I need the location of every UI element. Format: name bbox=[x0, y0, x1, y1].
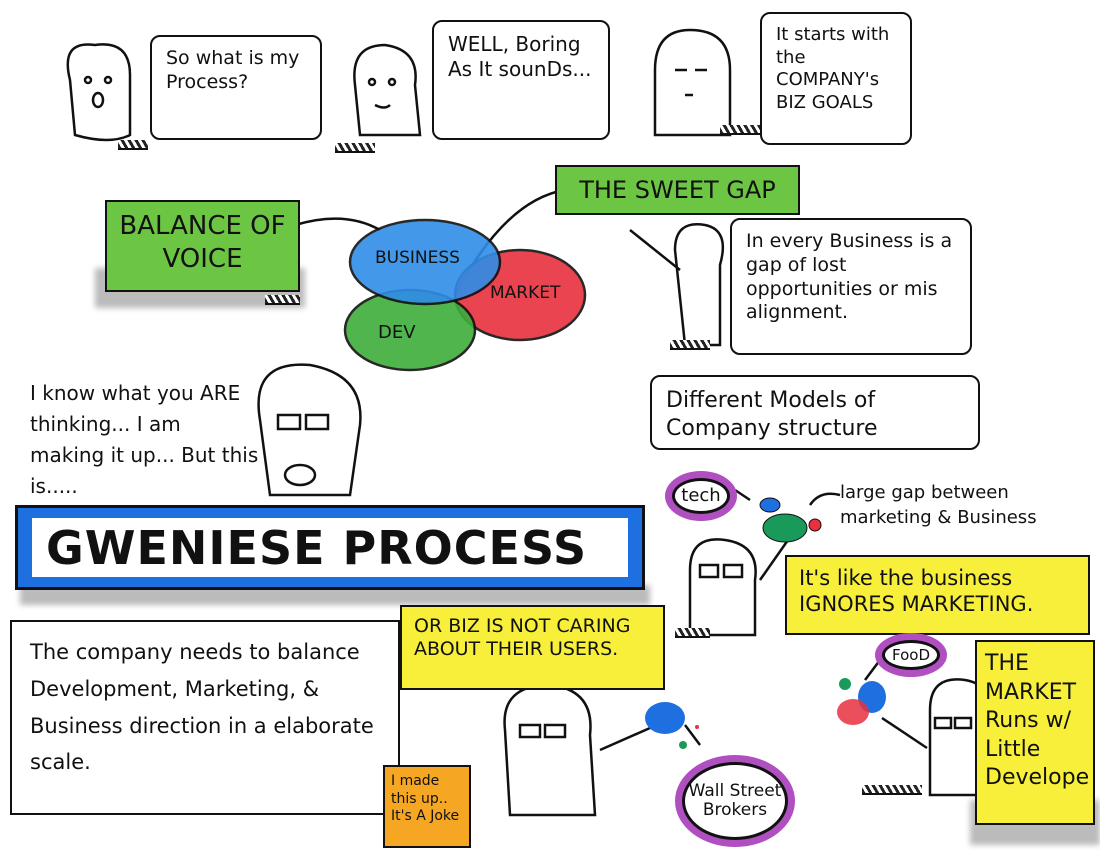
desk-hatch bbox=[670, 340, 710, 350]
arrow bbox=[684, 724, 701, 746]
ignores-marketing-note: It's like the business IGNORES MARKETING… bbox=[785, 555, 1090, 635]
speech-bubble-boring: WELL, Boring As It sounDs... bbox=[432, 20, 610, 140]
venn-market-label: MARKET bbox=[490, 283, 561, 303]
character-glasses-right bbox=[688, 529, 797, 637]
speech-bubble-biz-goals: It starts with the COMPANY's BIZ GOALS bbox=[760, 12, 912, 145]
arrow bbox=[294, 217, 381, 232]
character-chin bbox=[353, 43, 422, 137]
character-pointer bbox=[629, 223, 725, 347]
shadow bbox=[20, 585, 650, 605]
model-blobs-1 bbox=[759, 497, 822, 543]
desk-hatch bbox=[720, 125, 760, 135]
joke-note: I made this up.. It's A Joke bbox=[383, 765, 471, 848]
page-title: GWENIESE PROCESS bbox=[32, 518, 628, 577]
balance-of-voice-label: BALANCE OF VOICE bbox=[105, 200, 300, 292]
speech-bubble-models: Different Models of Company structure bbox=[650, 375, 980, 450]
desk-hatch bbox=[675, 628, 710, 638]
tech-label: tech bbox=[672, 478, 730, 514]
title-banner: GWENIESE PROCESS bbox=[15, 505, 645, 590]
venn-diagram bbox=[343, 218, 587, 372]
large-gap-note: large gap between marketing & Business bbox=[840, 482, 1037, 529]
character-thinking bbox=[66, 43, 132, 142]
arrow bbox=[734, 488, 751, 502]
wall-street-label: Wall Street Brokers bbox=[682, 762, 788, 840]
arrow bbox=[808, 492, 841, 506]
arrow bbox=[864, 659, 881, 681]
character-angry bbox=[503, 683, 651, 817]
desk-hatch bbox=[335, 143, 375, 153]
character-glasses bbox=[257, 363, 362, 497]
market-runs-note: THE MARKET Runs w/ Little Develope bbox=[975, 640, 1095, 825]
desk-hatch bbox=[265, 295, 300, 305]
not-caring-note: OR BIZ IS NOT CARING ABOUT THEIR USERS. bbox=[400, 605, 665, 690]
model-blobs-3 bbox=[837, 678, 886, 725]
venn-dev-label: DEV bbox=[378, 322, 416, 343]
speech-bubble-gap: In every Business is a gap of lost oppor… bbox=[730, 218, 972, 355]
venn-business-circle bbox=[348, 218, 502, 306]
model-blobs-2 bbox=[645, 702, 699, 749]
desk-hatch bbox=[862, 785, 922, 795]
desk-hatch bbox=[118, 140, 148, 150]
balance-description-box: The company needs to balance Development… bbox=[10, 620, 400, 815]
thinking-text: I know what you ARE thinking... I am mak… bbox=[30, 381, 259, 498]
character-serious bbox=[653, 28, 732, 137]
sweet-gap-label: THE SWEET GAP bbox=[555, 165, 800, 215]
venn-business-label: BUSINESS bbox=[375, 248, 460, 268]
food-label: FooD bbox=[882, 640, 940, 670]
speech-bubble-what-process: So what is my Process? bbox=[150, 35, 322, 140]
